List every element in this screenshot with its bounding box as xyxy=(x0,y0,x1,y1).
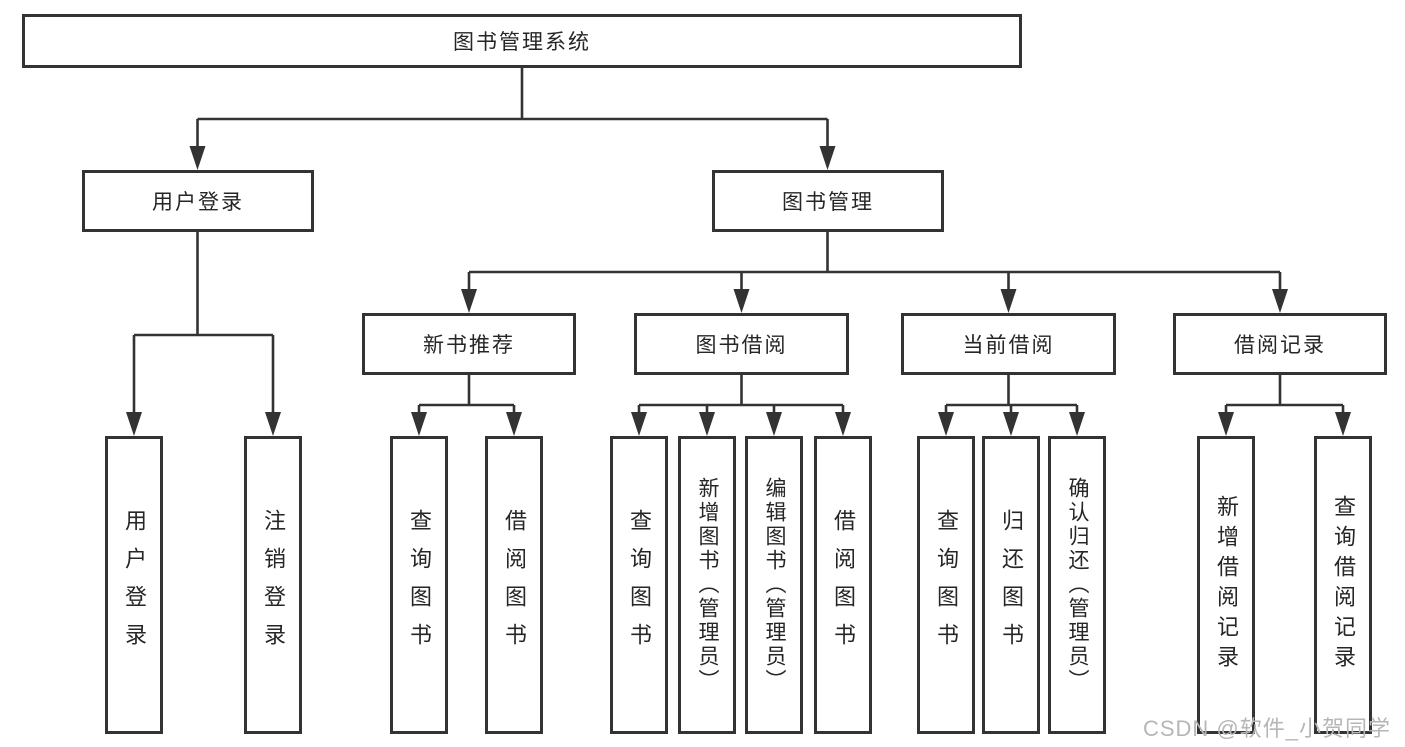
leaf-query-books: 查询图书 xyxy=(390,436,448,734)
leaf-confirm-return-admin: 确认归还（管理员） xyxy=(1048,436,1106,734)
connector-new-books-to-leaves xyxy=(417,375,516,414)
leaf-borrow-books: 借阅图书 xyxy=(814,436,872,734)
node-label: 图书管理 xyxy=(782,191,874,214)
leaf-return-books: 归还图书 xyxy=(982,436,1040,734)
connector-root-to-level2 xyxy=(196,68,829,148)
leaf-user-login: 用户登录 xyxy=(105,436,163,734)
node-borrow-records: 借阅记录 xyxy=(1173,313,1387,375)
leaf-query-books: 查询图书 xyxy=(610,436,668,734)
node-label: 借阅记录 xyxy=(1234,334,1326,357)
node-label: 新书推荐 xyxy=(423,334,515,357)
node-label: 当前借阅 xyxy=(962,334,1055,357)
csdn-watermark: CSDN @软件_小贺同学 xyxy=(1142,716,1391,741)
node-new-book-recommend: 新书推荐 xyxy=(362,313,576,375)
connector-book-mgmt-to-level3 xyxy=(467,232,1282,291)
connector-current-borrow-to-leaves xyxy=(944,375,1079,414)
node-label: 图书借阅 xyxy=(695,334,788,357)
leaf-add-borrow-record: 新增借阅记录 xyxy=(1197,436,1255,734)
leaf-query-books: 查询图书 xyxy=(917,436,975,734)
leaf-logout: 注销登录 xyxy=(244,436,302,734)
node-book-management: 图书管理 xyxy=(712,170,944,232)
node-label: 图书管理系统 xyxy=(453,31,591,54)
leaf-query-borrow-record: 查询借阅记录 xyxy=(1314,436,1372,734)
connector-book-borrow-to-leaves xyxy=(637,375,845,414)
leaf-add-books-admin: 新增图书（管理员） xyxy=(678,436,736,734)
connector-borrow-records-to-leaves xyxy=(1224,375,1345,414)
node-current-borrow: 当前借阅 xyxy=(901,313,1116,375)
connector-user-login-to-leaves xyxy=(132,232,275,414)
node-label: 用户登录 xyxy=(152,191,244,214)
arrowheads xyxy=(126,146,1351,436)
leaf-borrow-books: 借阅图书 xyxy=(485,436,543,734)
node-root-system: 图书管理系统 xyxy=(22,14,1022,68)
node-user-login: 用户登录 xyxy=(82,170,314,232)
node-book-borrow: 图书借阅 xyxy=(634,313,849,375)
leaf-edit-books-admin: 编辑图书（管理员） xyxy=(745,436,803,734)
